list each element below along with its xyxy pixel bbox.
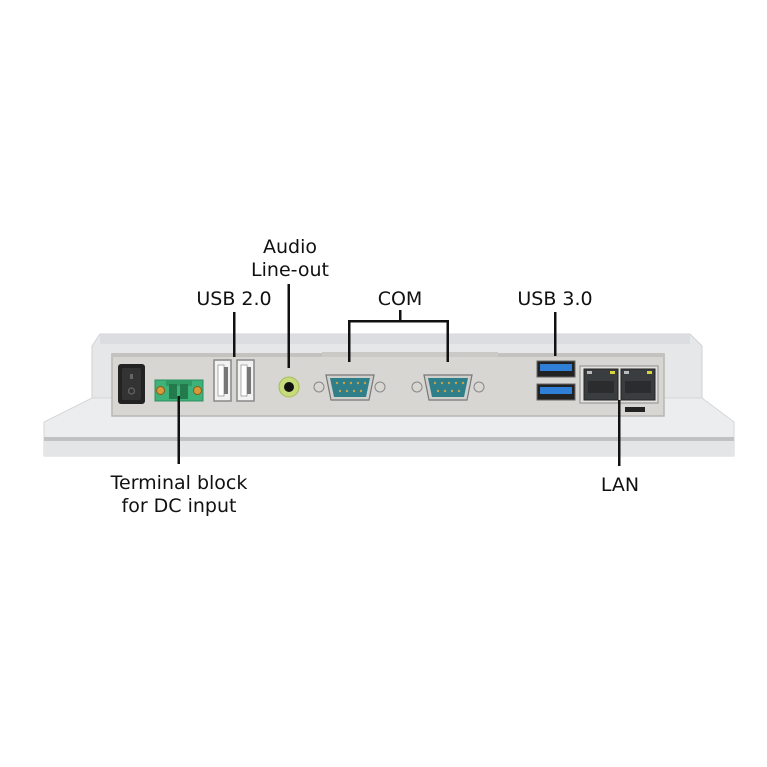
label-terminal-line2: for DC input: [121, 495, 237, 517]
label-usb3: USB 3.0: [517, 288, 593, 310]
leader-com-stem: [399, 310, 402, 322]
power-switch: [118, 364, 145, 404]
leader-com-right: [446, 320, 449, 362]
housing-top-band: [100, 334, 690, 344]
label-audio-line1: Audio: [262, 236, 317, 258]
lan-ports: [579, 365, 659, 412]
leader-audio: [287, 284, 290, 368]
leader-terminal: [177, 396, 180, 464]
leader-usb2: [233, 312, 236, 357]
leader-com-left: [348, 320, 351, 362]
label-terminal: Terminal block for DC input: [94, 472, 264, 518]
label-com: COM: [377, 288, 423, 310]
leader-lan: [618, 400, 621, 466]
usb2-port-2: [236, 359, 255, 402]
com-port-1: [313, 374, 386, 401]
com-port-2: [411, 374, 485, 401]
label-terminal-line1: Terminal block: [110, 472, 248, 494]
bezel-groove: [44, 437, 734, 441]
label-usb2: USB 2.0: [196, 288, 272, 310]
label-audio: Audio Line-out: [235, 236, 345, 282]
audio-jack: [278, 376, 300, 398]
terminal-block: [154, 379, 204, 402]
usb2-port-1: [213, 359, 232, 402]
label-audio-line2: Line-out: [251, 259, 329, 281]
usb3-port-2: [536, 383, 576, 401]
usb3-port-1: [536, 360, 576, 378]
leader-lines: [177, 284, 621, 466]
bezel-lower: [44, 441, 734, 456]
leader-usb3: [554, 312, 557, 356]
leader-com-bar: [348, 320, 449, 323]
label-lan: LAN: [600, 474, 640, 496]
